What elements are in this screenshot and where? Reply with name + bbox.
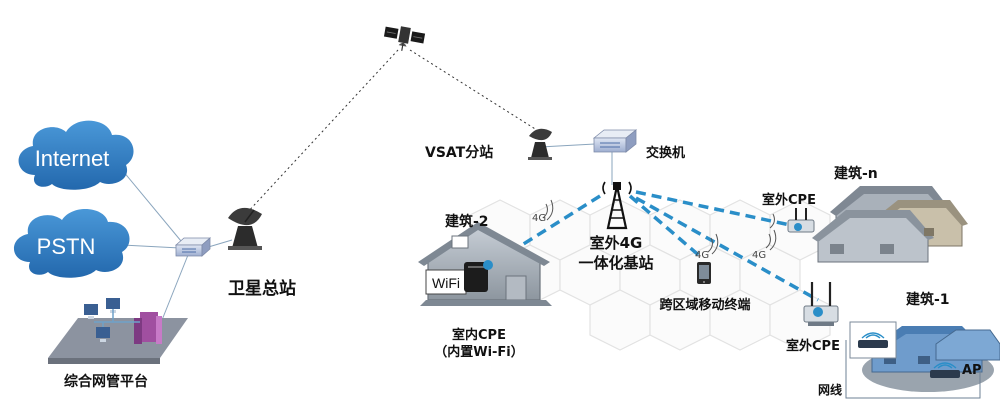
building-2-label: 建筑-2 [445, 213, 489, 230]
house-icon-building-n [812, 186, 968, 263]
pstn-cloud: PSTN [13, 208, 130, 278]
ap-router-icon-2 [930, 362, 960, 378]
roaming-terminal-label: 跨区域移动终端 [659, 297, 750, 313]
building-1-label: 建筑-1 [906, 291, 950, 308]
indoor-cpe-icon [464, 262, 488, 292]
mobile-phone-icon [697, 262, 711, 284]
dish-antenna-icon [228, 207, 262, 250]
signal-4g-label-1: 4G [532, 213, 546, 224]
internet-label: Internet [35, 146, 110, 171]
house-icon-building-2: WiFi [418, 222, 552, 306]
network-cable-label: 网线 [818, 382, 842, 397]
network-switch-icon [174, 237, 212, 257]
base-station-label-line2: 一体化基站 [578, 254, 653, 272]
vsat-station-label: VSAT分站 [425, 144, 493, 161]
nms-platform-label: 综合网管平台 [64, 373, 148, 390]
satellite-icon [383, 26, 426, 51]
signal-4g-label-2: 4G [695, 250, 709, 261]
server-rack-icon [134, 312, 162, 344]
internet-cloud: Internet [18, 120, 134, 190]
building-n-label: 建筑-n [834, 165, 878, 182]
switch-device-icon [592, 129, 638, 153]
vsat-dish-icon [528, 128, 552, 160]
pstn-label: PSTN [37, 234, 96, 259]
cell-tower-icon [602, 181, 632, 230]
cpe-router-icon-bottom [803, 282, 839, 326]
outdoor-cpe-top-label: 室外CPE [762, 192, 816, 208]
ap-label: AP [962, 363, 982, 378]
wireless-4g-links [489, 190, 819, 302]
ap-router-icon-1 [858, 332, 888, 348]
indoor-cpe-label-line2: （内置Wi-Fi） [434, 344, 524, 360]
cpe-router-icon-top [787, 208, 815, 233]
wifi-text: WiFi [432, 275, 460, 291]
signal-wave-icons [542, 199, 777, 255]
nms-platform: 综合网管平台 [48, 298, 188, 390]
base-station-label-line1: 室外4G [590, 234, 643, 252]
outdoor-cpe-bottom-label: 室外CPE [786, 338, 840, 354]
satellite-hub-label: 卫星总站 [228, 278, 296, 299]
signal-4g-label-3: 4G [752, 250, 766, 261]
wired-links [117, 143, 613, 326]
indoor-cpe-label-line1: 室内CPE [452, 327, 506, 343]
satellite-links [244, 49, 541, 216]
switch-label: 交换机 [646, 145, 685, 161]
